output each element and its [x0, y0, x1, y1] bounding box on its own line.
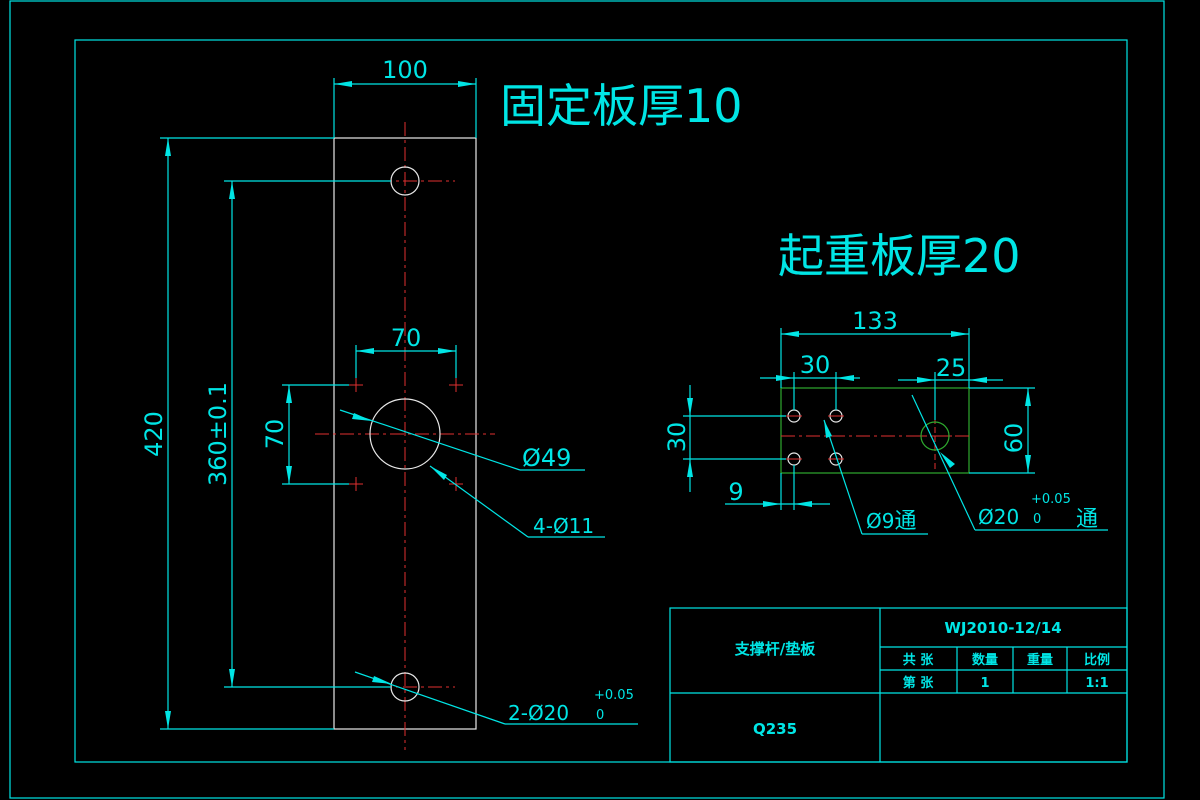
inner-border: [74, 39, 1128, 763]
label-lifting-big-hole: Ø20: [978, 505, 1019, 529]
dim-right-offset: 25: [936, 354, 967, 382]
weight-label: 重量: [1027, 652, 1053, 668]
lifting-big-hole: [920, 421, 950, 451]
label-end-holes-tol-upper: +0.05: [594, 688, 634, 703]
lifting-plate-outline: [780, 387, 970, 474]
label-lifting-big-hole-tol-lower: 0: [1033, 512, 1041, 527]
center-hole: [369, 398, 441, 470]
dim-fixed-width: 100: [382, 56, 428, 84]
label-center-hole: Ø49: [522, 444, 571, 472]
scale-value: 1:1: [1085, 676, 1108, 691]
dim-lifting-width: 133: [852, 307, 898, 335]
lifting-plate-view: 133 30 25 30 60 9: [663, 307, 1108, 535]
title-block: 支撑杆/垫板 Q235 WJ2010-12/14 共 张 数量 重量 比例 第 …: [669, 607, 1128, 763]
dim-square-width: 70: [391, 324, 422, 352]
label-lifting-small-hole: Ø9通: [866, 509, 916, 534]
dim-lifting-height: 60: [1000, 423, 1028, 454]
dim-square-height: 70: [261, 419, 289, 450]
fixed-plate-view: 100 420 360±0.1 70 70 Ø49: [140, 56, 638, 750]
sheet-number-label: 第 张: [903, 675, 935, 691]
label-end-holes-tol-lower: 0: [596, 708, 604, 723]
label-small-holes: 4-Ø11: [533, 514, 594, 538]
quantity-value: 1: [980, 676, 989, 691]
material: Q235: [753, 720, 797, 738]
drawing-number: WJ2010-12/14: [944, 619, 1061, 637]
fixed-plate-title: 固定板厚10: [500, 79, 743, 133]
label-lifting-big-hole-suffix: 通: [1076, 507, 1098, 532]
dim-fixed-height: 420: [140, 411, 168, 457]
dim-hole-pitch-y: 30: [663, 422, 691, 453]
label-lifting-small-hole-main: Ø9: [866, 509, 894, 533]
scale-label: 比例: [1084, 652, 1110, 668]
total-sheets-label: 共 张: [903, 652, 935, 668]
quantity-label: 数量: [972, 652, 998, 668]
label-end-holes: 2-Ø20: [508, 701, 569, 725]
dim-hole-pitch-x: 30: [800, 351, 831, 379]
outer-border: [9, 0, 1165, 799]
lifting-plate-title: 起重板厚20: [778, 229, 1021, 283]
part-name: 支撑杆/垫板: [734, 640, 816, 658]
label-lifting-small-hole-suffix: 通: [894, 509, 916, 534]
dim-hole-span: 360±0.1: [204, 382, 232, 486]
small-hole-marks: [349, 378, 463, 491]
label-lifting-big-hole-tol-upper: +0.05: [1031, 492, 1071, 507]
dim-edge-offset: 9: [728, 478, 743, 506]
